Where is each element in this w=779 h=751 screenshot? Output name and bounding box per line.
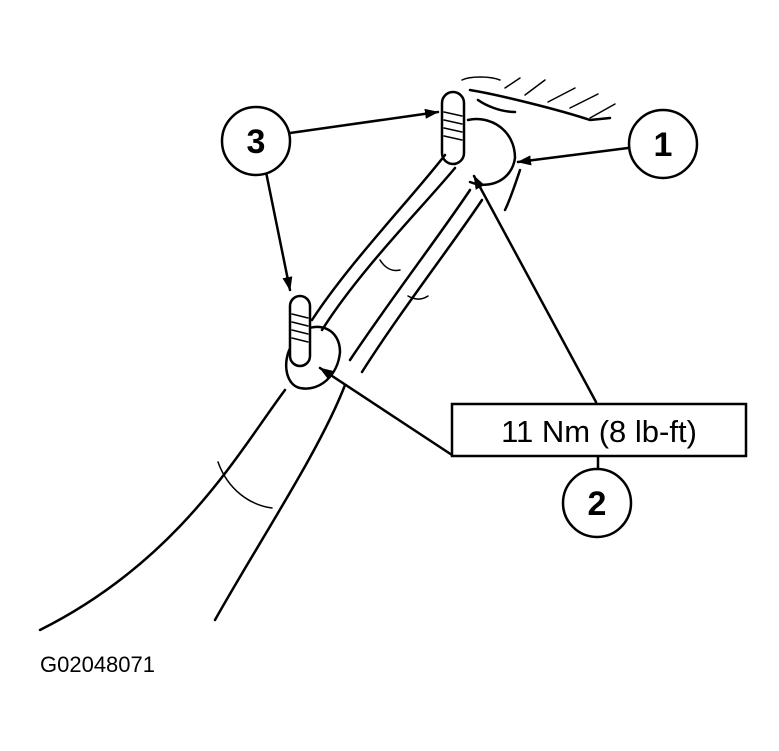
callout-3-label: 3 [247,123,266,161]
callout-1-label: 1 [654,126,673,164]
hose-body [310,153,522,374]
callout-2-label: 2 [588,485,607,523]
callout-2: 2 [561,467,633,539]
upper-clamp-screw [440,90,466,166]
torque-spec-box: 11 Nm (8 lb-ft) [450,402,748,458]
callout-1: 1 [627,108,699,180]
leader-lines [264,108,630,472]
figure-id: G02048071 [40,652,155,677]
callout-3: 3 [220,105,292,177]
lower-tube [38,383,347,632]
lower-clamp-screw [288,294,312,368]
upper-component [461,76,616,122]
torque-spec-label: 11 Nm (8 lb-ft) [501,414,697,449]
